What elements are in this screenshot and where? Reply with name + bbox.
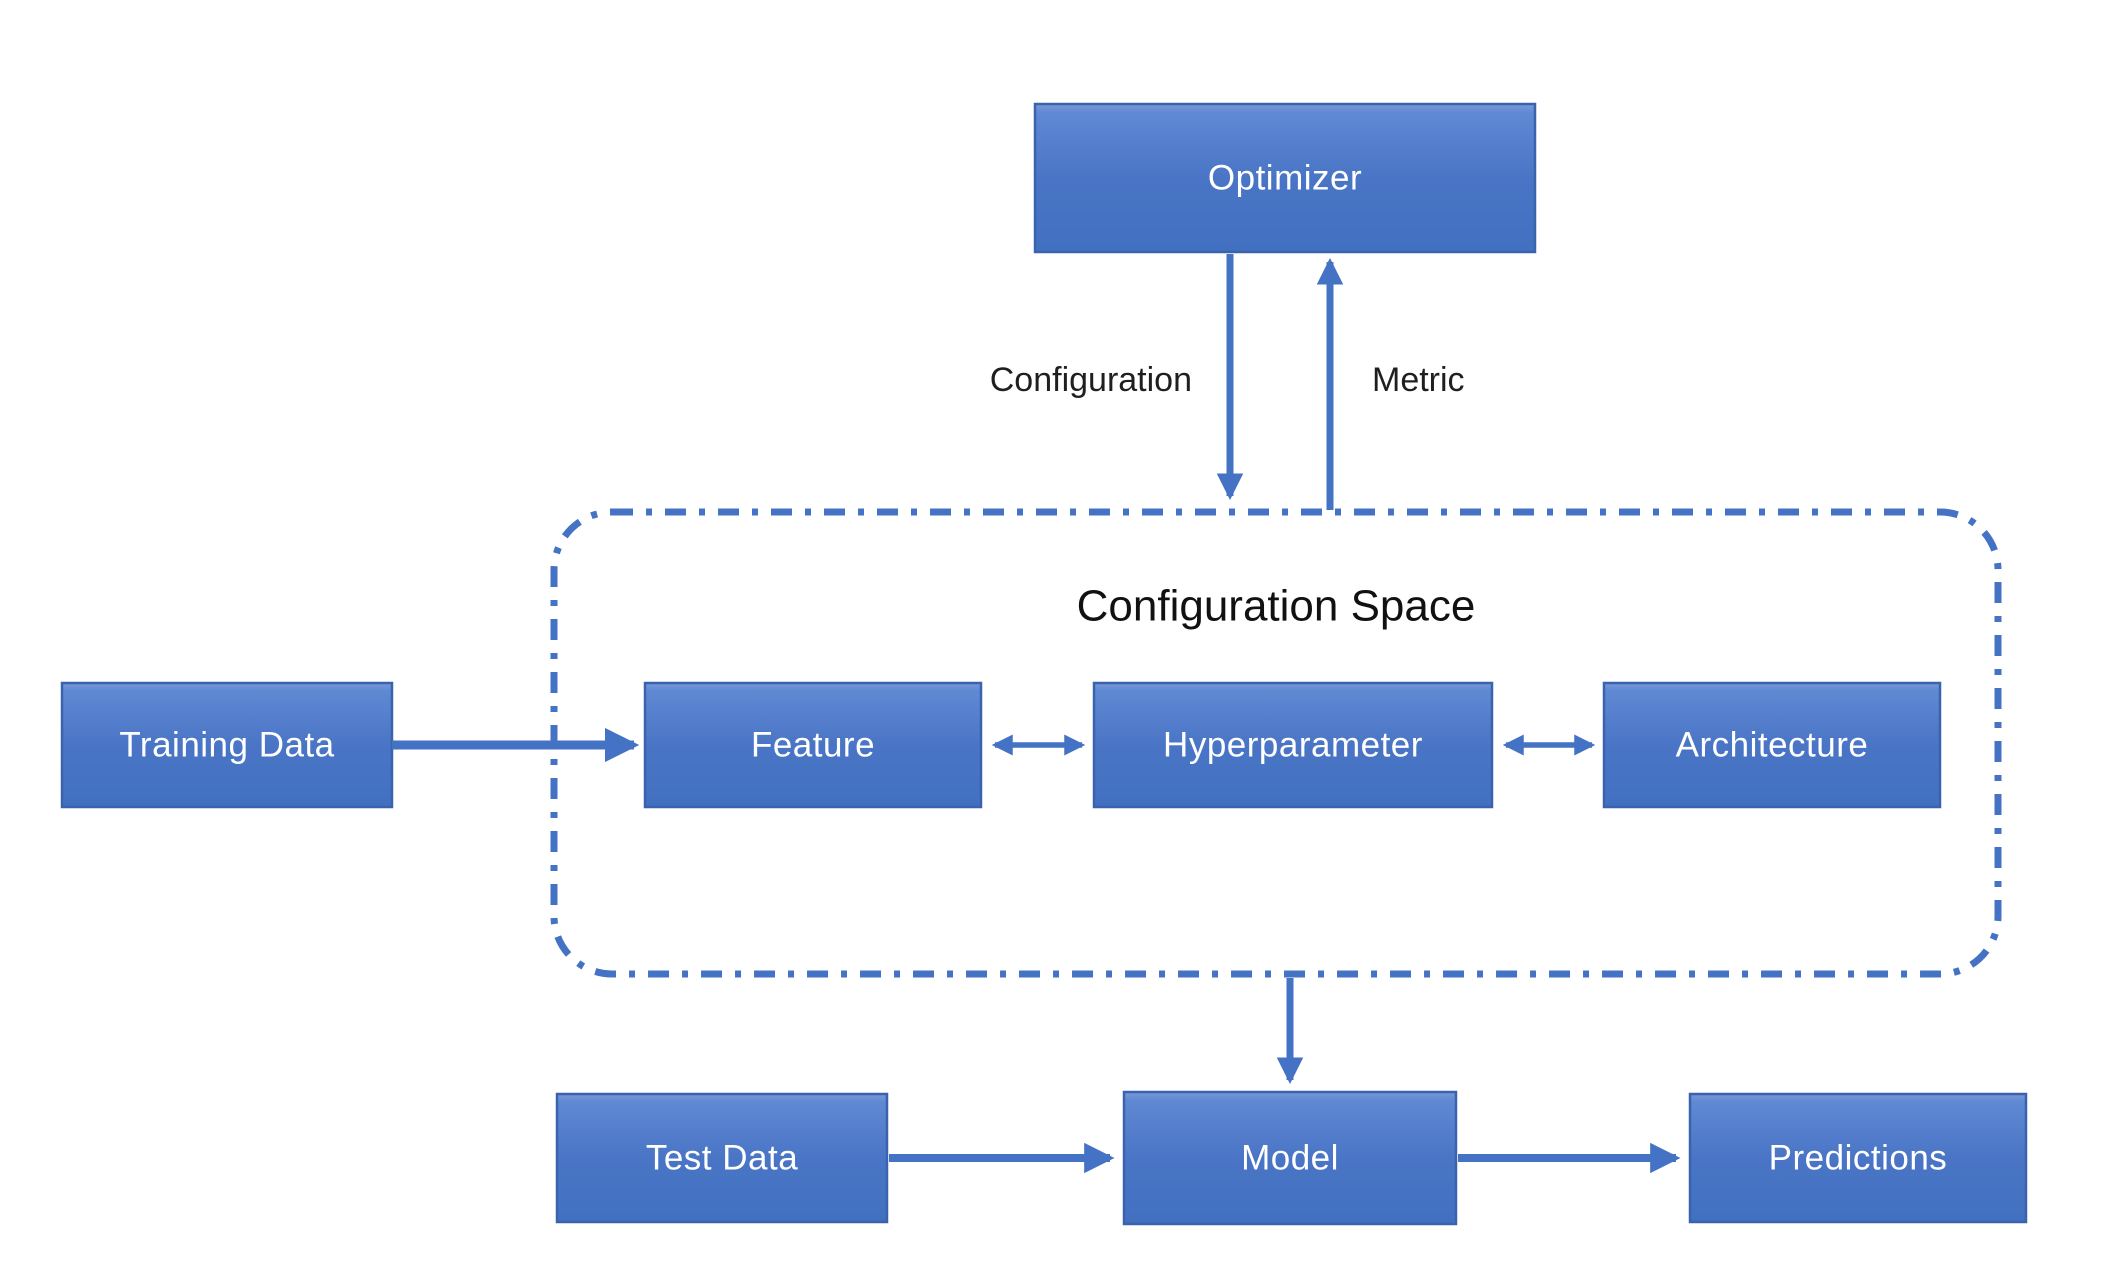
architecture-node-box bbox=[1602, 681, 1942, 809]
training-data-node-box bbox=[60, 681, 394, 809]
feature-node: Feature bbox=[643, 681, 983, 809]
predictions-node-box bbox=[1688, 1092, 2028, 1224]
configuration-edge-label: Configuration bbox=[990, 361, 1192, 399]
hyperparameter-node-box bbox=[1092, 681, 1494, 809]
optimizer-node-label: Optimizer bbox=[1208, 159, 1362, 198]
architecture-node-label: Architecture bbox=[1676, 726, 1869, 765]
metric-edge-label: Metric bbox=[1372, 361, 1465, 399]
configuration-space-title: Configuration Space bbox=[1077, 582, 1476, 631]
training-data-node-label: Training Data bbox=[119, 726, 334, 765]
training-data-node: Training Data bbox=[60, 681, 394, 809]
model-node: Model bbox=[1122, 1090, 1458, 1226]
hyperparameter-node-label: Hyperparameter bbox=[1163, 726, 1423, 765]
architecture-node: Architecture bbox=[1602, 681, 1942, 809]
test-data-node: Test Data bbox=[555, 1092, 889, 1224]
test-data-node-label: Test Data bbox=[646, 1139, 798, 1178]
predictions-node: Predictions bbox=[1688, 1092, 2028, 1224]
optimizer-node: Optimizer bbox=[1033, 102, 1537, 254]
test-data-node-box bbox=[555, 1092, 889, 1224]
feature-node-label: Feature bbox=[751, 726, 875, 765]
predictions-node-label: Predictions bbox=[1769, 1139, 1948, 1178]
feature-node-box bbox=[643, 681, 983, 809]
hyperparameter-node: Hyperparameter bbox=[1092, 681, 1494, 809]
model-node-label: Model bbox=[1241, 1139, 1339, 1178]
model-node-box bbox=[1122, 1090, 1458, 1226]
optimizer-node-box bbox=[1033, 102, 1537, 254]
